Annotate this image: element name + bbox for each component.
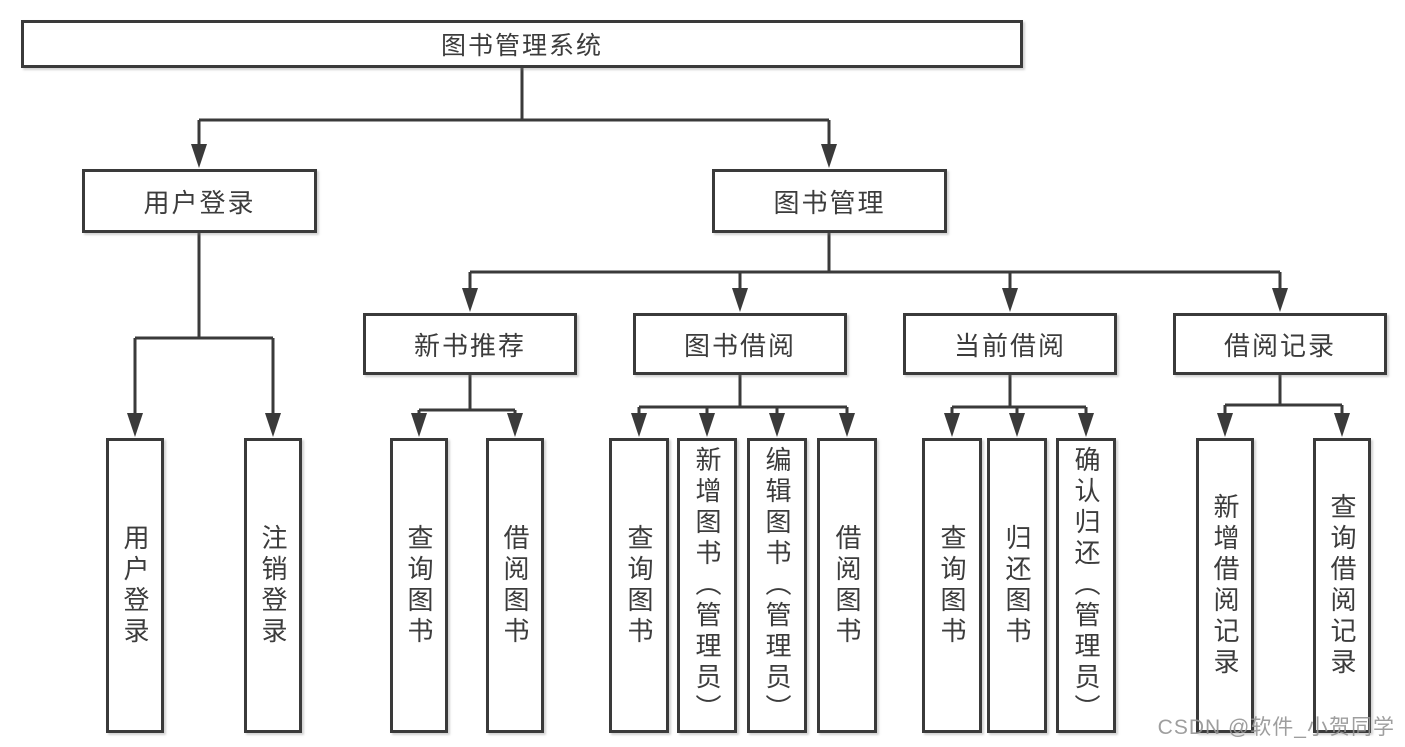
csdn-watermark: CSDN @软件_小贺同学 [1157, 716, 1395, 739]
node-root: 图书管理系统 [21, 20, 1023, 68]
connector-book-mgmt [462, 233, 1288, 312]
arrowhead-down [265, 413, 281, 437]
connector-new-books [411, 375, 523, 437]
arrowhead-down [1002, 288, 1018, 312]
leaf-book-borrow-borrow: 借阅图书 [817, 438, 877, 733]
arrowhead-down [839, 413, 855, 437]
arrowhead-down [127, 413, 143, 437]
connector-root [191, 68, 837, 168]
arrowhead-down [699, 413, 715, 437]
connector-book-borrow [631, 375, 855, 437]
leaf-user-login: 用户登录 [106, 438, 164, 733]
connector-borrow-records [1217, 375, 1350, 437]
node-current-borrow: 当前借阅 [903, 313, 1117, 375]
arrowhead-down [1078, 413, 1094, 437]
leaf-user-logout: 注销登录 [244, 438, 302, 733]
node-user-login: 用户登录 [82, 169, 317, 233]
leaf-borrow-records-add: 新增借阅记录 [1196, 438, 1254, 733]
node-new-books: 新书推荐 [363, 313, 577, 375]
arrowhead-down [821, 144, 837, 168]
leaf-current-borrow-query: 查询图书 [922, 438, 982, 733]
leaf-book-borrow-edit: 编辑图书（管理员） [747, 438, 807, 733]
arrowhead-down [507, 413, 523, 437]
connector-user-login [127, 233, 281, 437]
arrowhead-down [1334, 413, 1350, 437]
node-book-mgmt: 图书管理 [712, 169, 947, 233]
leaf-current-borrow-confirm: 确认归还（管理员） [1056, 438, 1116, 733]
leaf-new-books-borrow: 借阅图书 [486, 438, 544, 733]
leaf-book-borrow-add: 新增图书（管理员） [677, 438, 737, 733]
arrowhead-down [411, 413, 427, 437]
connector-current-borrow [944, 375, 1094, 437]
arrowhead-down [191, 144, 207, 168]
node-borrow-records: 借阅记录 [1173, 313, 1387, 375]
arrowhead-down [769, 413, 785, 437]
leaf-current-borrow-return: 归还图书 [987, 438, 1047, 733]
arrowhead-down [944, 413, 960, 437]
arrowhead-down [1272, 288, 1288, 312]
leaf-new-books-query: 查询图书 [390, 438, 448, 733]
arrowhead-down [732, 288, 748, 312]
leaf-book-borrow-query: 查询图书 [609, 438, 669, 733]
leaf-borrow-records-query: 查询借阅记录 [1313, 438, 1371, 733]
arrowhead-down [631, 413, 647, 437]
node-book-borrow: 图书借阅 [633, 313, 847, 375]
arrowhead-down [1217, 413, 1233, 437]
arrowhead-down [1009, 413, 1025, 437]
arrowhead-down [462, 288, 478, 312]
